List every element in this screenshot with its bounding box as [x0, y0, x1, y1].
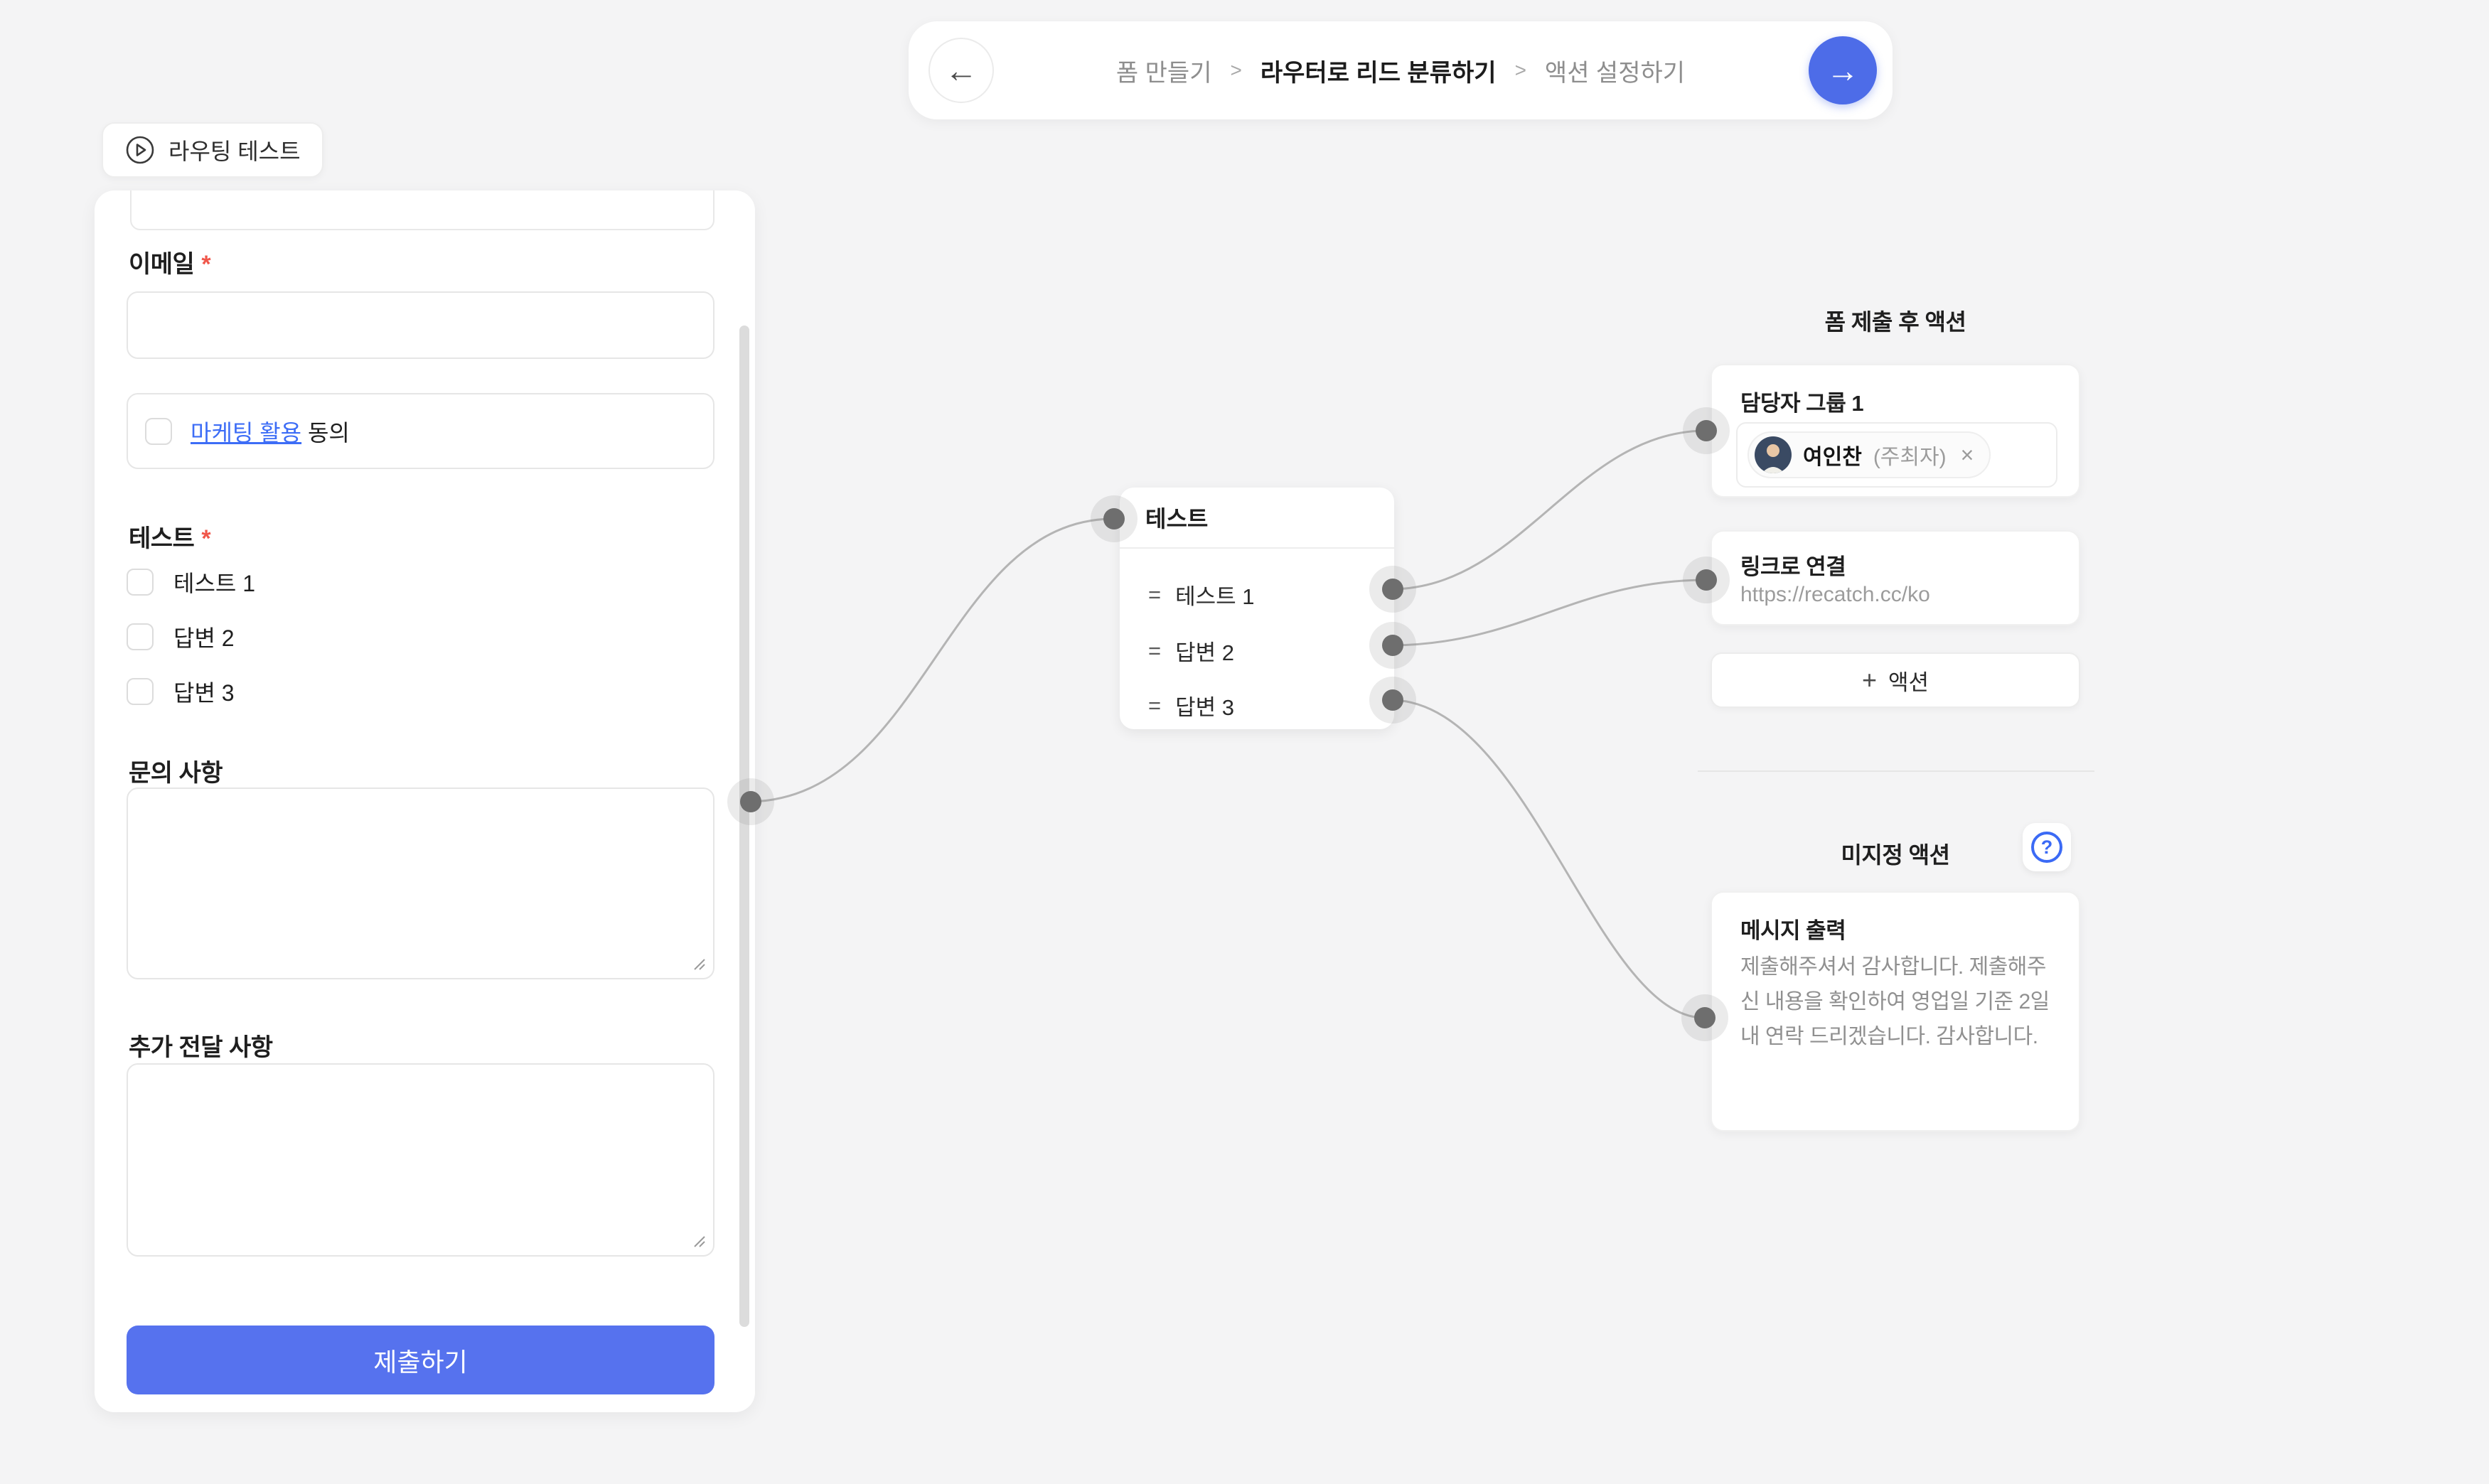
plus-icon: + [1861, 665, 1877, 694]
router-branch-3[interactable]: = 답변 3 [1148, 689, 1234, 721]
back-button[interactable]: ← [928, 38, 994, 103]
test-question-label: 테스트* [129, 525, 211, 552]
step-navigation-bar: ← 폼 만들기 > 라우터로 리드 분류하기 > 액션 설정하기 → [909, 21, 1893, 119]
routing-test-label: 라우팅 테스트 [168, 139, 301, 164]
router-node[interactable]: 테스트 = 테스트 1 = 답변 2 = 답변 3 [1120, 488, 1394, 729]
submit-button[interactable]: 제출하기 [127, 1326, 714, 1394]
add-action-button[interactable]: + 액션 [1711, 652, 2080, 708]
breadcrumb-step-create-form[interactable]: 폼 만들기 [1115, 59, 1212, 87]
resize-grip-icon[interactable] [689, 1231, 706, 1248]
email-label: 이메일* [129, 251, 211, 278]
equals-operator: = [1148, 692, 1162, 718]
message-output-card[interactable]: 메시지 출력 제출해주셔서 감사합니다. 제출해주신 내용을 확인하여 영업일 … [1711, 891, 2080, 1131]
truncated-field[interactable] [130, 190, 714, 230]
link-redirect-card[interactable]: 링크로 연결 https://recatch.cc/ko [1711, 530, 2080, 625]
question-mark-icon: ? [2031, 832, 2062, 863]
link-redirect-url: https://recatch.cc/ko [1740, 583, 1930, 606]
assignee-name: 여인찬 [1803, 446, 1862, 469]
add-action-label: 액션 [1888, 670, 1929, 695]
required-asterisk: * [201, 251, 211, 278]
equals-operator: = [1148, 638, 1162, 663]
section-divider [1698, 770, 2094, 772]
marketing-consent-checkbox[interactable] [145, 417, 172, 445]
next-button[interactable]: → [1809, 36, 1877, 104]
connector-dot-message-input[interactable] [1681, 994, 1728, 1041]
assignee-chip[interactable]: 여인찬 (주최자) × [1747, 431, 1991, 478]
test-option-row: 답변 3 [127, 675, 235, 708]
router-branch-1[interactable]: = 테스트 1 [1148, 579, 1255, 611]
connector-dot-assignee-input[interactable] [1683, 407, 1730, 454]
inquiry-label: 문의 사항 [129, 760, 223, 787]
message-output-body: 제출해주셔서 감사합니다. 제출해주신 내용을 확인하여 영업일 기준 2일 내… [1740, 955, 2050, 1048]
forward-arrow-icon: → [1826, 52, 1859, 89]
connector-dot-router-input[interactable] [1091, 495, 1138, 542]
form-preview-panel: 이메일* 마케팅 활용 동의 테스트* 테스트 1 답변 2 답변 3 문의 사… [95, 190, 755, 1412]
marketing-consent-link[interactable]: 마케팅 활용 [191, 419, 302, 446]
avatar [1755, 436, 1792, 473]
routing-test-button[interactable]: 라우팅 테스트 [102, 122, 323, 178]
connector-dot-link-input[interactable] [1683, 556, 1730, 603]
test-option-row: 테스트 1 [127, 566, 255, 598]
message-output-title: 메시지 출력 [1740, 918, 1846, 943]
router-branch-1-label: 테스트 1 [1175, 584, 1255, 609]
test-option-2-checkbox[interactable] [127, 623, 154, 650]
email-field[interactable] [127, 291, 714, 359]
breadcrumb-separator: > [1514, 59, 1526, 81]
assignee-member-box: 여인찬 (주최자) × [1736, 422, 2057, 488]
router-branch-3-label: 답변 3 [1175, 695, 1235, 720]
test-option-1-checkbox[interactable] [127, 569, 154, 596]
test-option-2-label: 답변 2 [173, 625, 235, 651]
connector-dot-branch-1-output[interactable] [1369, 566, 1416, 613]
router-node-title: 테스트 [1120, 488, 1394, 549]
back-arrow-icon: ← [945, 52, 978, 89]
breadcrumb: 폼 만들기 > 라우터로 리드 분류하기 > 액션 설정하기 [1116, 53, 1685, 88]
extra-note-label: 추가 전달 사항 [129, 1034, 273, 1061]
marketing-consent-box: 마케팅 활용 동의 [127, 393, 714, 469]
assignee-role: (주최자) [1873, 446, 1947, 469]
required-asterisk: * [201, 525, 211, 552]
assignee-group-title: 담당자 그룹 1 [1740, 391, 1864, 416]
remove-assignee-icon[interactable]: × [1960, 441, 1974, 468]
play-circle-icon [124, 134, 156, 166]
resize-grip-icon[interactable] [689, 954, 706, 971]
breadcrumb-separator: > [1230, 59, 1242, 81]
test-option-row: 답변 2 [127, 620, 235, 653]
breadcrumb-step-router[interactable]: 라우터로 리드 분류하기 [1260, 59, 1497, 87]
extra-note-textarea[interactable] [127, 1063, 714, 1257]
marketing-consent-label: 마케팅 활용 동의 [191, 419, 350, 446]
connector-dot-form-output[interactable] [727, 778, 774, 825]
post-submit-actions-title: 폼 제출 후 액션 [1824, 309, 1966, 335]
connector-dot-branch-3-output[interactable] [1369, 677, 1416, 724]
inquiry-textarea[interactable] [127, 787, 714, 979]
test-option-1-label: 테스트 1 [173, 571, 256, 596]
breadcrumb-step-actions[interactable]: 액션 설정하기 [1544, 59, 1686, 87]
link-redirect-title: 링크로 연결 [1740, 554, 1846, 579]
form-scrollbar[interactable] [739, 326, 749, 1327]
router-branch-2-label: 답변 2 [1175, 640, 1235, 665]
test-option-3-checkbox[interactable] [127, 678, 154, 705]
help-button[interactable]: ? [2023, 823, 2071, 871]
router-branch-2[interactable]: = 답변 2 [1148, 635, 1234, 667]
test-option-3-label: 답변 3 [173, 680, 235, 706]
assignee-group-card[interactable]: 담당자 그룹 1 여인찬 (주최자) × [1711, 364, 2080, 498]
unassigned-actions-title: 미지정 액션 [1841, 842, 1950, 868]
equals-operator: = [1148, 581, 1162, 607]
connector-dot-branch-2-output[interactable] [1369, 622, 1416, 669]
